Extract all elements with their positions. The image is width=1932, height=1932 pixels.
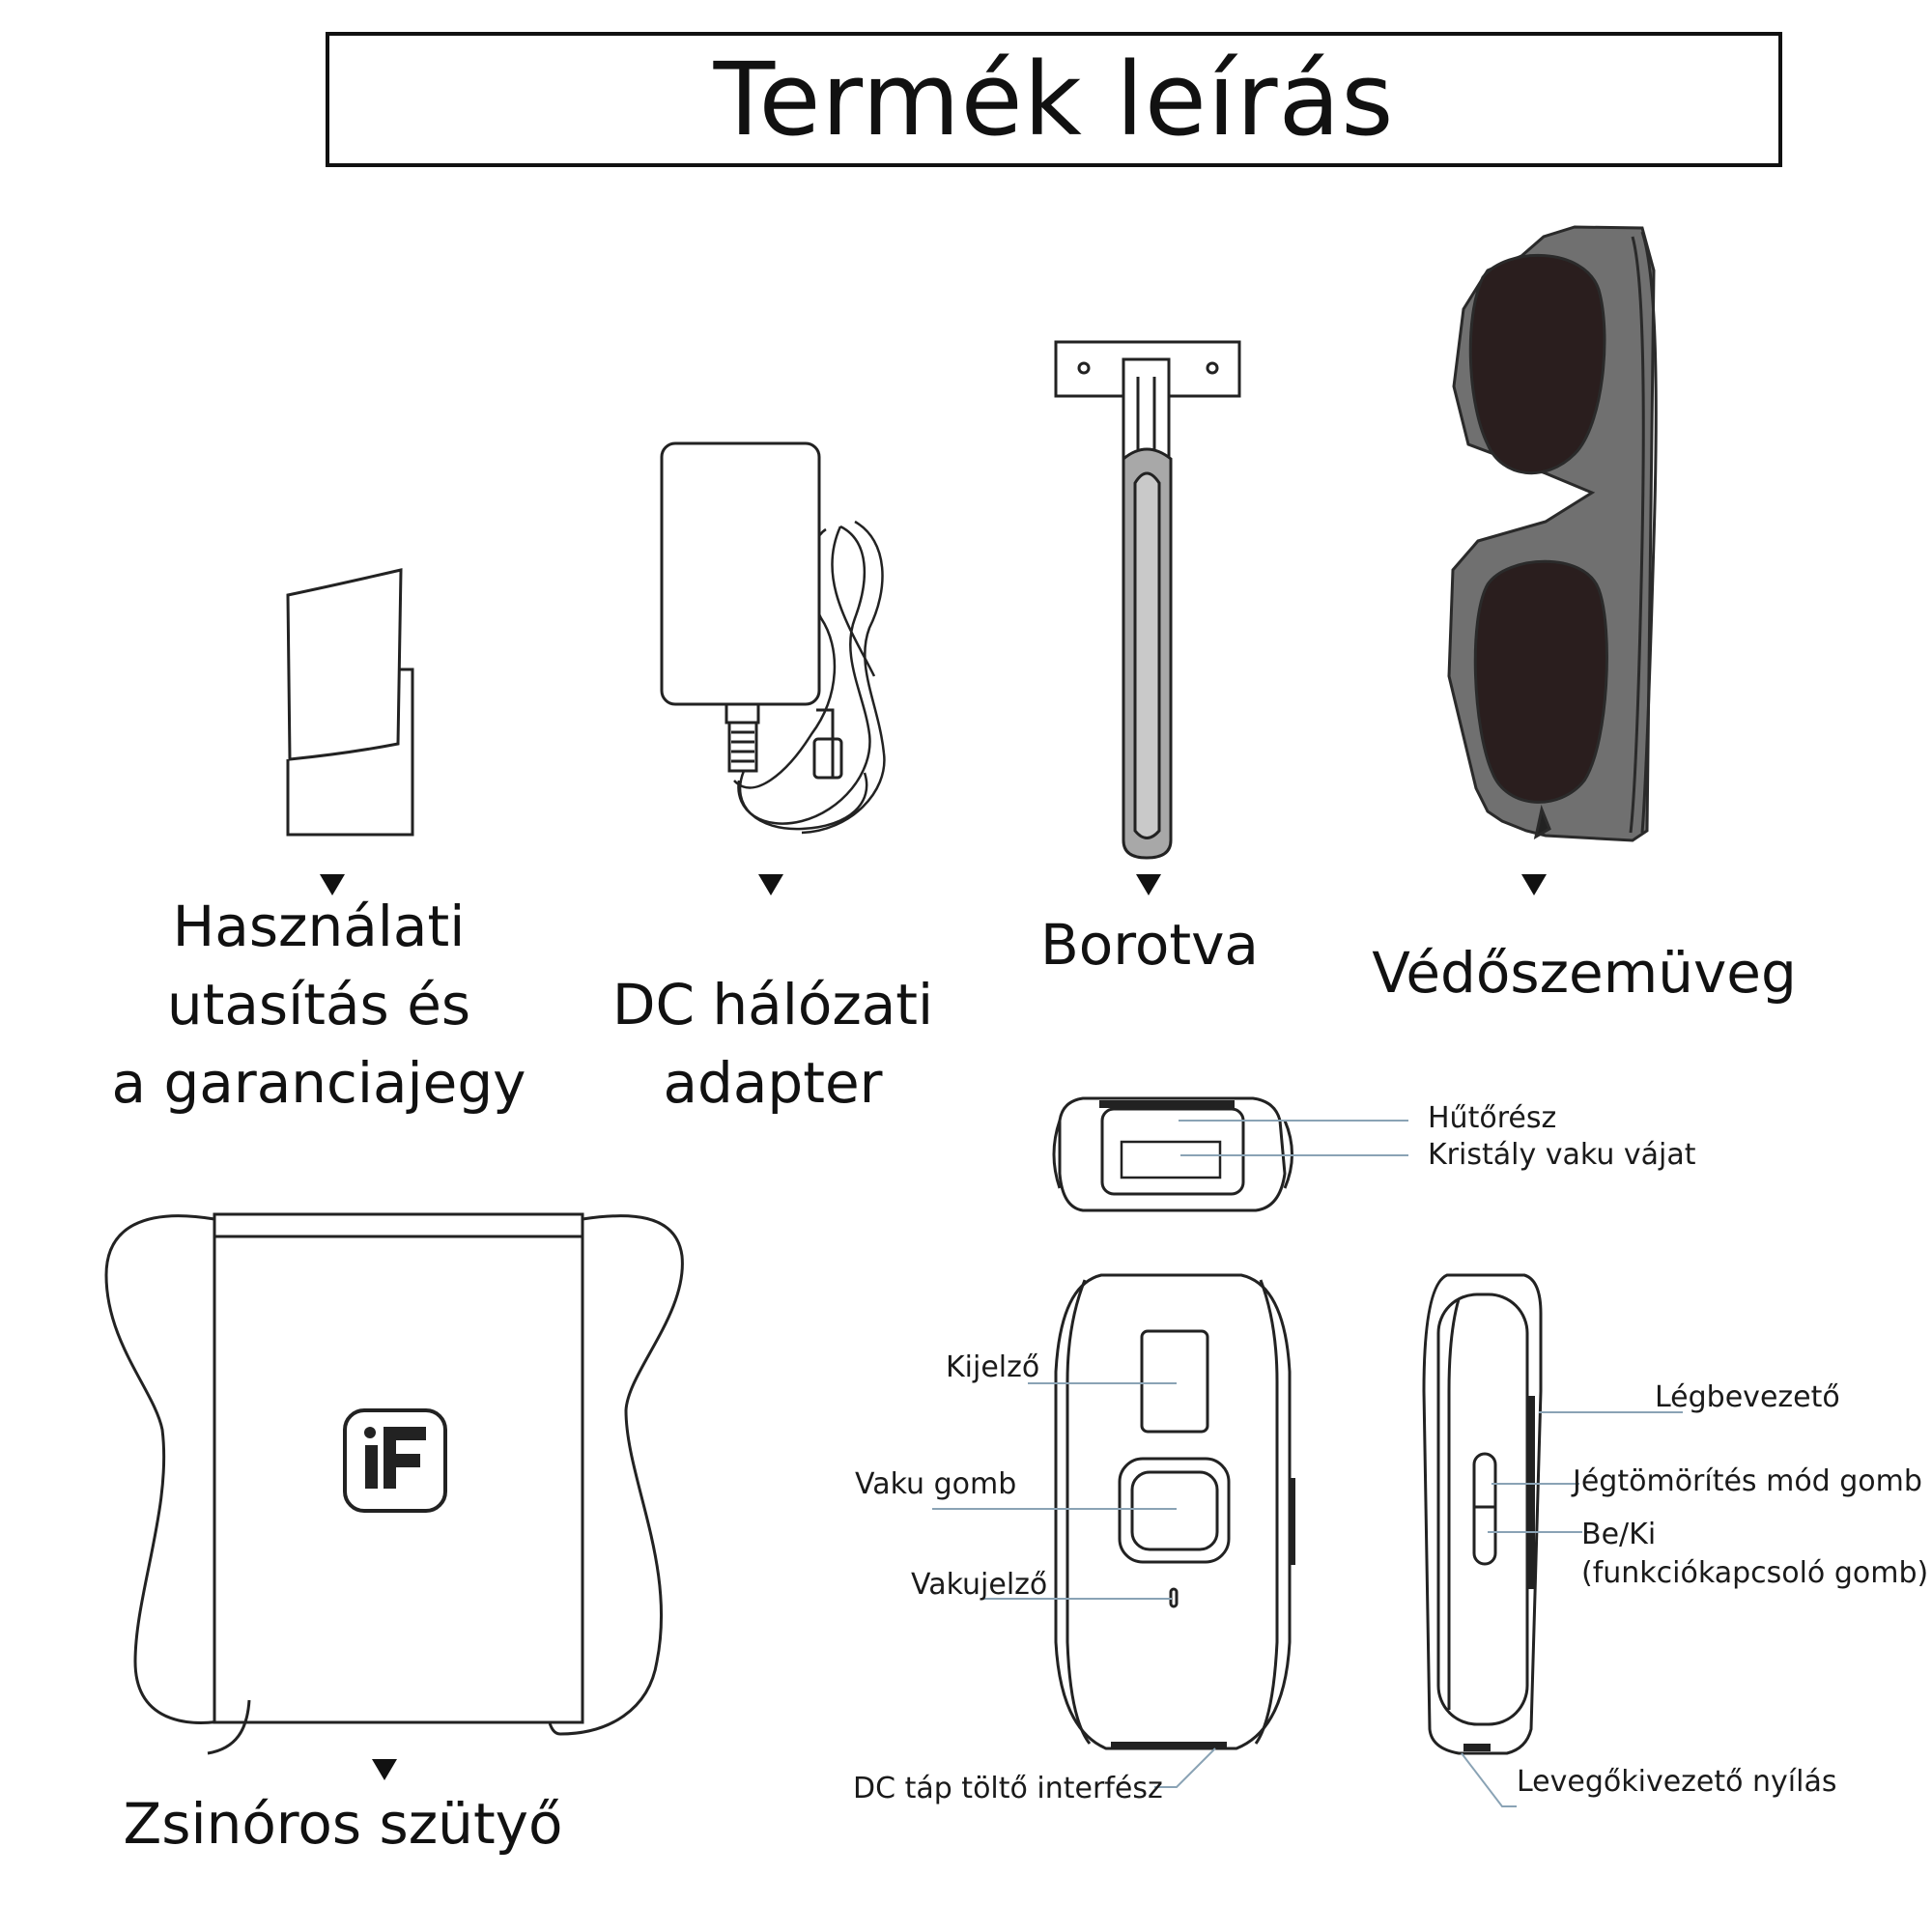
razor-illustration [1054,340,1241,860]
pouch-illustration [104,1212,684,1755]
razor-label: Borotva [1040,912,1259,978]
device-head-illustration [1052,1096,1293,1212]
air-inlet-label: Légbevezető [1655,1380,1840,1414]
page-title: Termék leírás [713,41,1395,158]
glasses-label: Védőszemüveg [1372,940,1797,1006]
dc-charging-port-label: DC táp töltő interfész [853,1772,1163,1805]
manual-pointer [320,874,345,895]
glasses-illustration [1447,225,1658,842]
leader-lines [932,1120,1683,1807]
glasses-pointer [1521,874,1547,895]
flash-indicator-label: Vakujelző [911,1568,1048,1602]
manual-label: Használati utasítás és a garanciajegy [101,888,536,1122]
adapter-label-line-1: DC hálózati [611,972,934,1037]
adapter-label: DC hálózati adapter [570,966,976,1122]
razor-pointer [1136,874,1161,895]
pouch-label: Zsinóros szütyő [123,1791,563,1857]
ice-compress-button-label: Jégtömörítés mód gomb [1573,1464,1922,1498]
display-label: Kijelző [946,1350,1040,1384]
adapter-illustration [660,441,886,835]
power-button-sublabel: (funkciókapcsoló gomb) [1581,1556,1929,1590]
manual-label-line-2: utasítás és [166,972,471,1037]
adapter-label-line-2: adapter [663,1050,883,1116]
manual-label-line-1: Használati [172,894,466,959]
pouch-pointer [372,1759,397,1780]
manual-illustration [286,568,414,837]
power-button-label: Be/Ki [1581,1518,1657,1551]
manual-label-line-3: a garanciajegy [111,1050,526,1116]
adapter-pointer [758,874,783,895]
title-box: Termék leírás [326,32,1782,167]
device-side-illustration [1422,1273,1543,1755]
air-outlet-label: Levegőkivezető nyílás [1517,1765,1837,1799]
crystal-flash-slot-label: Kristály vaku vájat [1428,1138,1696,1172]
device-front-illustration [1054,1273,1295,1750]
flash-button-label: Vaku gomb [855,1467,1017,1501]
cooling-part-label: Hűtőrész [1428,1101,1557,1135]
